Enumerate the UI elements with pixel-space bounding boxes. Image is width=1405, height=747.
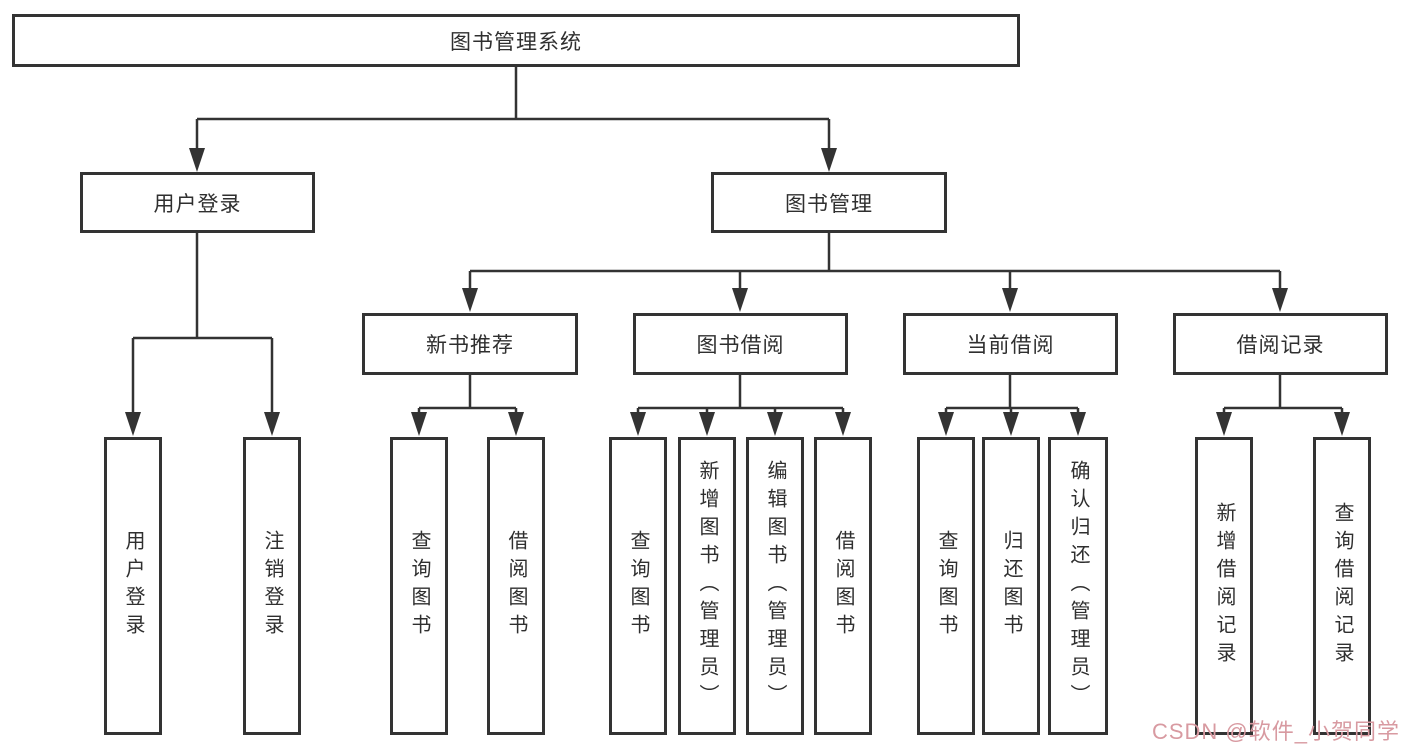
connector-newbook-to-leaves <box>411 375 524 436</box>
arrowhead <box>1334 412 1350 436</box>
arrowhead <box>630 412 646 436</box>
connector-borrowrecords-to-leaves <box>1216 375 1350 436</box>
arrowhead <box>1002 288 1018 312</box>
node-label: 新增借阅记录 <box>1213 502 1235 670</box>
arrowhead <box>462 288 478 312</box>
node-label: 当前借阅 <box>966 334 1055 357</box>
arrowhead <box>264 412 280 436</box>
node-label: 图书借阅 <box>696 334 785 357</box>
node-label: 新书推荐 <box>426 334 514 357</box>
connector-bookmgmt-to-level3 <box>462 233 1288 312</box>
arrowhead <box>189 148 205 172</box>
leaf-query-borrow-record: 查询借阅记录 <box>1313 437 1371 735</box>
node-label: 注销登录 <box>261 530 283 642</box>
connector-root-to-level2 <box>189 67 837 172</box>
arrowhead <box>699 412 715 436</box>
node-label: 确认归还（管理员） <box>1067 460 1089 712</box>
arrowhead <box>732 288 748 312</box>
node-book-management: 图书管理 <box>711 172 947 233</box>
node-current-borrowing: 当前借阅 <box>903 313 1118 375</box>
node-label: 图书管理 <box>785 192 873 216</box>
arrowhead <box>821 148 837 172</box>
arrowhead <box>1070 412 1086 436</box>
leaf-return-books: 归还图书 <box>982 437 1040 735</box>
node-book-borrowing: 图书借阅 <box>633 313 848 375</box>
node-label: 借阅图书 <box>832 530 854 642</box>
node-label: 查询借阅记录 <box>1331 502 1353 670</box>
arrowhead <box>938 412 954 436</box>
leaf-add-books-admin: 新增图书（管理员） <box>678 437 736 735</box>
leaf-query-books-1: 查询图书 <box>390 437 448 735</box>
leaf-edit-books-admin: 编辑图书（管理员） <box>746 437 804 735</box>
connector-currentborrow-to-leaves <box>938 375 1086 436</box>
leaf-confirm-return-admin: 确认归还（管理员） <box>1048 437 1108 735</box>
arrowhead <box>125 412 141 436</box>
node-user-login: 用户登录 <box>80 172 315 233</box>
connector-userlogin-to-leaves <box>125 233 280 436</box>
node-label: 用户登录 <box>153 192 242 216</box>
node-label: 查询图书 <box>627 530 649 642</box>
arrowhead <box>767 412 783 436</box>
node-label: 图书管理系统 <box>450 30 582 54</box>
leaf-borrow-books-2: 借阅图书 <box>814 437 872 735</box>
leaf-user-login: 用户登录 <box>104 437 162 735</box>
node-label: 借阅记录 <box>1236 334 1325 357</box>
node-new-book-recommend: 新书推荐 <box>362 313 578 375</box>
leaf-logout: 注销登录 <box>243 437 301 735</box>
leaf-add-borrow-record: 新增借阅记录 <box>1195 437 1253 735</box>
node-label: 新增图书（管理员） <box>696 460 718 712</box>
leaf-borrow-books-1: 借阅图书 <box>487 437 545 735</box>
arrowhead <box>1216 412 1232 436</box>
node-label: 查询图书 <box>408 530 430 642</box>
arrowhead <box>508 412 524 436</box>
node-borrow-records: 借阅记录 <box>1173 313 1388 375</box>
leaf-query-books-3: 查询图书 <box>917 437 975 735</box>
node-label: 查询图书 <box>935 530 957 642</box>
arrowhead <box>1272 288 1288 312</box>
arrowhead <box>835 412 851 436</box>
csdn-watermark: CSDN @软件_小贺同学 <box>1151 719 1400 744</box>
leaf-query-books-2: 查询图书 <box>609 437 667 735</box>
connector-bookborrow-to-leaves <box>630 375 851 436</box>
node-label: 归还图书 <box>1000 530 1022 642</box>
node-label: 编辑图书（管理员） <box>764 460 786 712</box>
node-library-management-system: 图书管理系统 <box>12 14 1020 67</box>
arrowhead <box>1003 412 1019 436</box>
node-label: 用户登录 <box>122 530 144 642</box>
arrowhead <box>411 412 427 436</box>
node-label: 借阅图书 <box>505 530 527 642</box>
